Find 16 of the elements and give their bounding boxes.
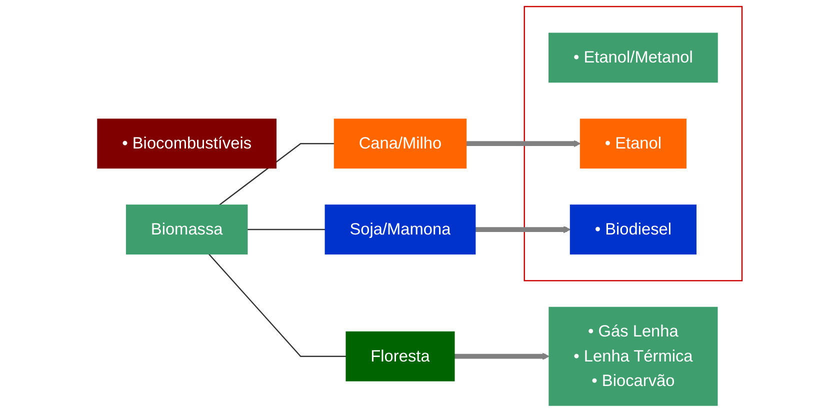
node-box: Soja/Mamona — [324, 204, 476, 254]
connector — [208, 254, 346, 357]
node-box: • Etanol/Metanol — [548, 32, 718, 83]
arrow — [454, 352, 550, 360]
connector — [218, 143, 334, 206]
node-box: • Biocombustíveis — [96, 118, 276, 169]
node-box: • Biodiesel — [570, 204, 696, 254]
node-box: Biomassa — [126, 204, 248, 254]
cluster — [523, 6, 742, 282]
arrow — [474, 226, 570, 234]
arrow — [466, 140, 580, 148]
node-box: • Gás Lenha • Lenha Térmica • Biocarvão — [548, 306, 718, 406]
node-box: • Etanol — [580, 118, 686, 169]
connector — [247, 228, 325, 230]
node-box: Floresta — [345, 331, 454, 382]
node-box: Cana/Milho — [334, 118, 466, 169]
